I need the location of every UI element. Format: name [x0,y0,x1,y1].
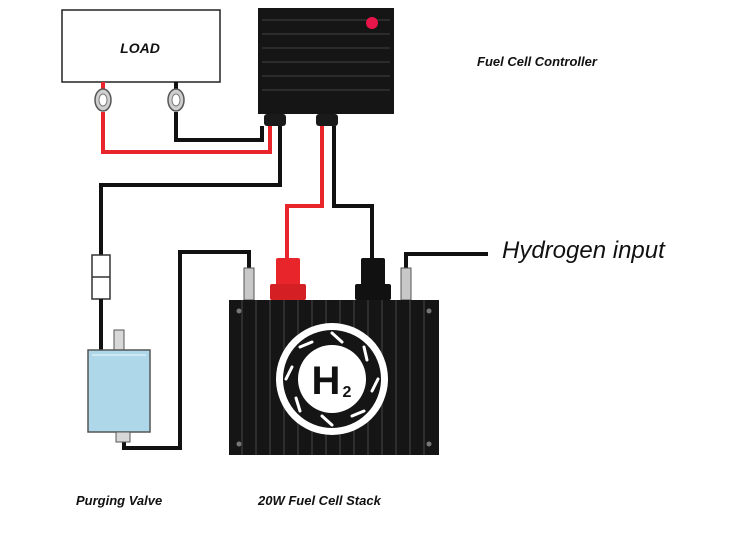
controller-label: Fuel Cell Controller [477,54,598,69]
load-terminal-positive [94,82,112,112]
fuel-cell-stack-label: 20W Fuel Cell Stack [257,493,382,508]
load-box: LOAD [61,9,221,83]
status-led [366,17,378,29]
wire-controller-stack-negative [332,126,374,258]
stack-negative-terminal [355,258,391,300]
purge-tube [122,250,251,450]
purging-valve [87,254,151,443]
hydrogen-input-label: Hydrogen input [502,237,666,264]
fuel-cell-controller [258,8,394,126]
fuel-cell-stack: H 2 [229,258,439,455]
load-label: LOAD [120,40,160,56]
stack-positive-terminal [270,258,306,300]
wire-load-positive [101,112,272,154]
fan: H 2 [276,323,388,435]
load-terminal-negative [167,82,185,112]
wire-controller-stack-positive [285,126,324,260]
wire-controller-valve [99,126,282,255]
h2-subscript: 2 [343,384,352,401]
purging-valve-label: Purging Valve [76,493,162,508]
hydrogen-inlet-tube [404,252,488,268]
wire-load-negative [174,112,264,142]
h2-symbol: H [312,359,341,403]
